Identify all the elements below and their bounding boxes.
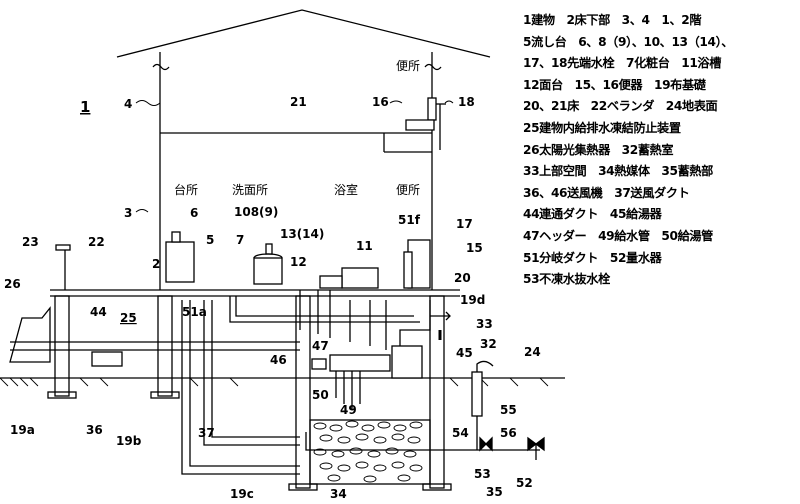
legend-line: 5流し台 6、8（9）、10、13（14）、 [523,34,734,49]
foundation-19c [295,295,311,489]
label-7: 7 [236,233,244,247]
antifreeze-drain-tap [471,371,483,417]
legend-line: 33上部空間 34熱媒体 35蓄熱部 [523,164,713,179]
label-51a: 51a [182,305,207,319]
header-47 [329,354,391,372]
label-36: 36 [86,423,103,437]
legend-line: 36、46送風機 37送風ダクト [523,185,690,200]
label-3: 3 [124,206,132,220]
label-45: 45 [456,346,473,360]
legend-line: 12面台 15、16便器 19布基礎 [523,77,706,92]
label-50: 50 [312,388,329,402]
label-54: 54 [452,426,469,440]
label-47: 47 [312,339,329,353]
label-53: 53 [474,467,491,481]
label-52: 52 [516,476,533,490]
label-11: 11 [356,239,373,253]
label-24: 24 [524,345,541,359]
label-32: 32 [480,337,497,351]
solar-collector [9,306,51,363]
legend-line: 17、18先端水栓 7化粧台 11浴槽 [523,56,722,71]
blower-36 [91,351,123,367]
label-5: 5 [206,233,214,247]
kitchen-sink [165,241,195,283]
label-17: 17 [456,217,473,231]
label-46: 46 [270,353,287,367]
legend-line: 53不凍水抜水栓 [523,272,610,287]
heat-storage-chamber [309,419,431,485]
label-20: 20 [454,271,471,285]
room-toilet-upper: 便所 [396,59,420,73]
water-supply-pipe-49 [335,371,361,410]
label-49: 49 [340,403,357,417]
legend-line: 20、21床 22ベランダ 24地表面 [523,99,718,114]
room-bathroom: 浴室 [334,182,358,197]
roof [116,9,491,58]
label-15: 15 [466,241,483,255]
label-19d: 19d [460,293,485,307]
legend-line: 26太陽光集熱器 32蓄熱室 [523,142,674,157]
label-23: 23 [22,235,39,249]
label-16: 16 [372,95,389,109]
label-19b: 19b [116,434,142,448]
legend-line: 44連通ダクト 45給湯器 [523,207,662,222]
label-34: 34 [330,487,347,501]
label-21: 21 [290,95,307,109]
vanity [253,257,283,285]
label-19c: 19c [230,487,254,501]
room-toilet-ground: 便所 [396,183,420,197]
water-heater-45 [391,345,423,379]
label-56: 56 [500,426,517,440]
label-55: 55 [500,403,517,417]
label-37: 37 [198,426,215,440]
reference-legend: 1建物 2床下部 3、4 1、2階 5流し台 6、8（9）、10、13（14）、… [523,10,797,291]
legend-line: 51分岐ダクト 52量水器 [523,250,662,265]
label-51f: 51f [398,213,421,227]
label-2: 2 [152,257,160,271]
foundation-19d [429,295,445,489]
legend-line: 1建物 2床下部 3、4 1、2階 [523,13,702,27]
label-25: 25 [120,311,137,325]
label-33: 33 [476,317,493,331]
room-kitchen: 台所 [174,182,198,197]
figure-number: 1 [80,98,90,116]
room-washroom: 洗面所 [232,183,268,197]
legend-line: 25建物内給排水凍結防止装置 [523,120,681,135]
legend-line: 47ヘッダー 49給水管 50給湯管 [523,228,713,243]
supply-duct-37 [181,300,300,475]
label-26: 26 [4,277,21,291]
blower-46 [311,358,327,370]
foundation-19a [54,295,70,397]
label-13-14: 13(14) [280,227,324,241]
label-12: 12 [290,255,307,269]
bathtub [341,267,379,289]
label-6: 6 [190,206,198,220]
label-22: 22 [88,235,105,249]
label-4: 4 [124,97,132,111]
label-19a: 19a [10,423,35,437]
label-18: 18 [458,95,475,109]
label-44: 44 [90,305,107,319]
foundation-19b [157,295,173,397]
label-35: 35 [486,485,503,499]
label-108-9: 108(9) [234,205,278,219]
